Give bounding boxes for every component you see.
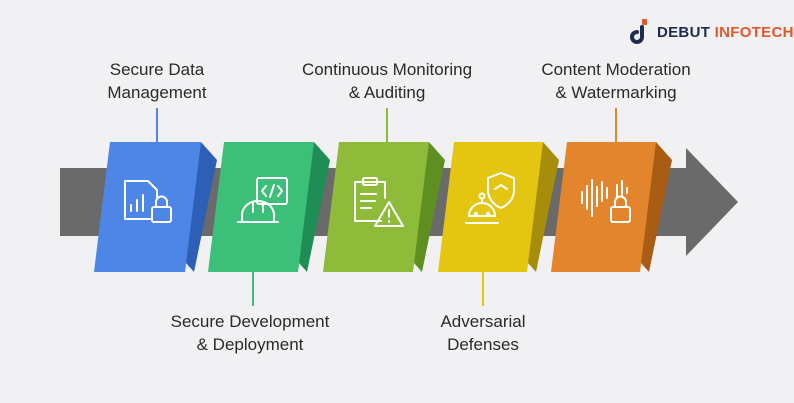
step-card-adversarial-defenses	[438, 142, 559, 272]
step-label-secure-development-deployment: Secure Development & Deployment	[170, 312, 330, 354]
brand-logo: DEBUT INFOTECH	[629, 17, 794, 47]
step-card-secure-data-management	[94, 142, 217, 272]
document-lock-icon	[124, 180, 172, 223]
step-label-adversarial-defenses: Adversarial Defenses	[440, 312, 526, 354]
step-card-continuous-monitoring-auditing	[323, 142, 445, 272]
brand-logo-mark	[630, 19, 647, 44]
waveform-lock-icon	[581, 179, 631, 223]
step-label-secure-data-management: Secure Data Management	[107, 60, 207, 102]
connectors	[156, 108, 617, 306]
step-label-content-moderation-watermarking: Content Moderation & Watermarking	[541, 60, 691, 102]
step-card-secure-development-deployment	[208, 142, 330, 272]
robot-shield-icon	[465, 172, 515, 224]
step-label-continuous-monitoring-auditing: Continuous Monitoring & Auditing	[301, 60, 473, 102]
hardhat-code-icon	[237, 177, 288, 223]
arrow-tail-segment	[60, 168, 108, 236]
clipboard-warning-icon	[354, 177, 404, 227]
step-card-content-moderation-watermarking	[551, 142, 672, 272]
arrow-head	[648, 148, 738, 256]
brand-name: DEBUT INFOTECH	[657, 23, 794, 41]
